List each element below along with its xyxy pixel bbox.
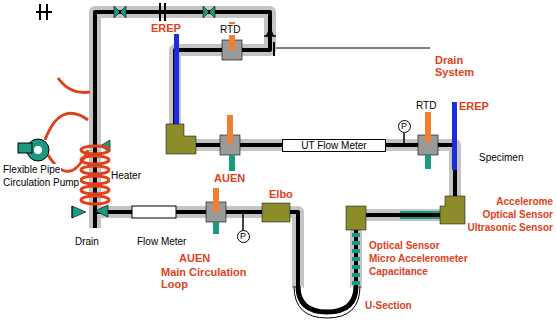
part-label: Drain System — [434, 54, 486, 78]
part-label: Flow Meter — [136, 236, 187, 247]
pressure-gauge: P — [237, 230, 250, 243]
part-label: Optical Sensor — [368, 240, 441, 251]
part-label: Ultrasonic Sensor — [466, 222, 554, 233]
part-label: Flexible Pipe — [2, 164, 61, 175]
part-label: Drain — [74, 236, 100, 247]
flow-meter-box: UT Flow Meter — [282, 139, 386, 152]
part-label: Capacitance — [368, 266, 429, 277]
part-label: Micro Accelerometer — [368, 253, 469, 264]
node-text: UT Flow Meter — [301, 141, 366, 151]
part-label: Heater — [110, 170, 142, 181]
node-text: P — [401, 122, 407, 131]
part-label: AUEN — [178, 252, 211, 264]
part-label: RTD — [219, 24, 241, 35]
node-text: P — [240, 232, 246, 241]
part-label: Optical Sensor — [481, 209, 554, 220]
part-label: Circulation Pump — [2, 177, 80, 188]
part-label: EREP — [150, 22, 182, 34]
part-label: U-Section — [364, 300, 413, 311]
part-label: Specimen — [478, 152, 524, 163]
part-label: RTD — [415, 100, 437, 111]
part-label: Accelerome — [495, 196, 554, 207]
pressure-gauge: P — [398, 120, 411, 133]
part-label: Main Circulation Loop — [160, 266, 257, 290]
part-label: Elbo — [268, 188, 294, 200]
part-label: AUEN — [213, 172, 246, 184]
part-label: EREP — [458, 100, 490, 112]
